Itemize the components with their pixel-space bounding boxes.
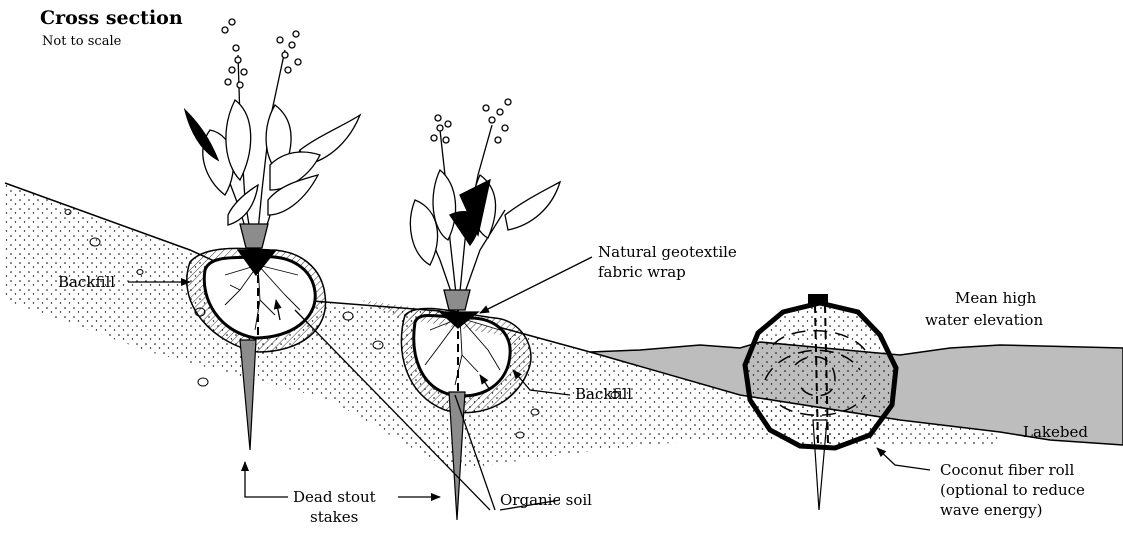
middle-plant [410, 99, 560, 328]
left-stake [240, 340, 256, 450]
coir-label-line3: wave energy) [940, 501, 1042, 519]
backfill-right-label: Backfill [575, 385, 632, 403]
coir-leader [877, 448, 930, 470]
organic-soil-label: Organic soil [500, 491, 592, 509]
coconut-fiber-roll [745, 294, 896, 448]
geotextile-label-line2: fabric wrap [598, 263, 686, 281]
left-plant [185, 19, 360, 275]
coir-label-line2: (optional to reduce [940, 481, 1085, 499]
coir-label-line1: Coconut fiber roll [940, 461, 1074, 479]
mhw-label-line1: Mean high [955, 289, 1037, 307]
stakes-label-line2: stakes [310, 508, 358, 526]
mhw-label-line2: water elevation [925, 311, 1043, 329]
geotextile-leader [480, 257, 592, 313]
lakebed-label: Lakebed [1023, 423, 1088, 441]
stakes-label-line1: Dead stout [293, 488, 376, 506]
geotextile-label-line1: Natural geotextile [598, 243, 737, 261]
diagram-subtitle: Not to scale [42, 34, 122, 49]
backfill-left-label: Backfill [58, 273, 115, 291]
stake-leader-left [245, 478, 288, 497]
diagram-title: Cross section [40, 7, 183, 29]
